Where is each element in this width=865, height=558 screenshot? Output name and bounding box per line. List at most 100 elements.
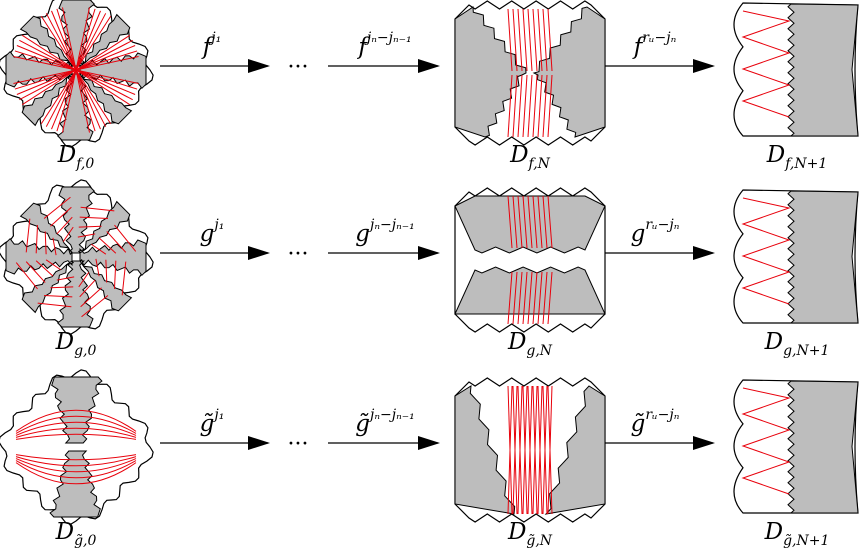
label-base: D [507,329,526,355]
red-chord [25,218,31,253]
red-chord [522,195,528,249]
red-chord [25,261,46,283]
red-chord [75,8,96,71]
red-chord [527,195,533,249]
label-subscript: f,0 [75,156,94,172]
red-curve [15,427,137,438]
red-chord [512,195,518,249]
red-chord [56,276,75,281]
red-chord [16,69,77,95]
label-superscript: jₙ−jₙ₋₁ [367,407,415,423]
red-chord [75,56,139,71]
red-chord [45,259,61,271]
red-chord [113,260,117,289]
gray-region [787,3,859,137]
domain-DN-2 [454,377,606,523]
red-chord [507,385,513,515]
red-chord [16,45,77,71]
label-base: g̃ [631,411,646,437]
label-DN-1: Dg,N [507,329,553,359]
gray-arm [21,73,75,127]
label-base: D [509,142,528,168]
label-arrow3-2: g̃rᵤ−jₙ [631,407,680,437]
red-chord [56,216,73,235]
label-base: g̃ [200,411,215,437]
label-subscript: g,0 [74,343,96,359]
red-chord [40,69,77,125]
arrows-layer [160,59,715,450]
label-arrow3-0: frᵤ−jₙ [632,30,677,60]
label-DN-2: Dg̃,N [507,519,553,549]
red-chord [527,271,533,325]
red-curve [15,433,137,440]
label-superscript: jₙ−jₙ₋₁ [367,217,415,233]
label-arrow1-0: fj₁ [201,30,221,60]
red-chord [517,385,523,515]
red-curve [15,409,137,432]
label-base: g [631,221,646,247]
label-arrow1-2: g̃j₁ [200,407,225,437]
red-chord [121,261,127,296]
red-chord [537,385,543,515]
gray-arm [79,71,133,125]
red-chord [512,74,518,138]
label-base: D [57,142,76,168]
red-chord [522,385,528,515]
label-subscript: f,N+1 [784,156,827,172]
red-chord [98,237,117,254]
red-chord [75,34,131,71]
red-chord [532,195,538,249]
red-chord [512,8,518,72]
ellipsis-dots-0: ··· [288,55,309,80]
label-base: D [55,329,74,355]
red-chord [52,237,57,256]
red-chord [542,385,548,515]
red-curve [15,458,137,473]
red-chord [542,271,548,325]
label-base: D [764,519,783,545]
ellipsis-dots-2: ··· [288,432,309,457]
label-subscript: g,N [526,343,552,359]
domain-DN-1 [454,187,606,333]
red-chord [75,69,90,133]
red-zigzag [741,197,791,305]
red-chord [78,272,90,288]
red-chord [14,50,77,71]
label-base: g̃ [355,411,370,437]
red-chord [517,195,523,249]
red-chord [14,69,77,90]
label-base: D [764,329,783,355]
red-chord [542,74,548,138]
domain-outline [0,369,154,525]
red-chord [45,13,77,71]
red-chord [547,385,553,515]
label-D0-1: Dg,0 [55,329,97,359]
red-chord [75,10,101,71]
label-base: g [200,221,215,247]
red-chord [114,224,137,252]
label-DN1-1: Dg,N+1 [764,329,830,359]
red-chord [532,8,538,72]
label-D0-2: Dg̃,0 [55,519,97,549]
label-base: D [507,519,526,545]
domain-DN1-0 [733,2,859,137]
red-chord [13,56,77,71]
red-chord [522,74,528,138]
red-chord [75,50,138,71]
label-arrow2-0: fjₙ−jₙ₋₁ [356,30,411,60]
label-arrow1-1: gj₁ [200,217,225,247]
domain-DN-0 [454,0,606,146]
label-DN-0: Df,N [509,142,551,172]
red-chord [527,385,533,515]
red-chord [537,271,543,325]
label-arrow2-1: gjₙ−jₙ₋₁ [355,217,415,247]
red-chord [75,69,136,95]
gray-region [544,385,606,515]
label-DN1-0: Df,N+1 [766,142,827,172]
red-chord [106,231,127,253]
red-chord [517,271,523,325]
gray-region [454,266,606,315]
red-chord [542,195,548,249]
